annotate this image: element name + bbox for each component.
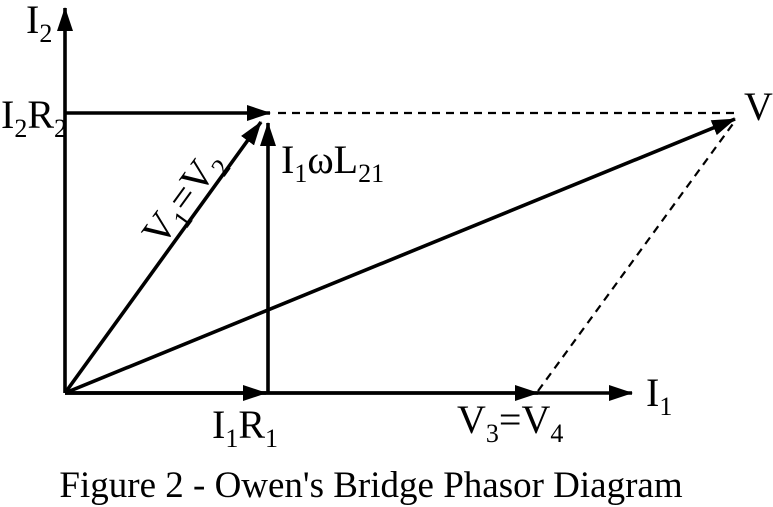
- i1r1-label: I1R1: [212, 402, 278, 453]
- x-axis-label: I1: [646, 370, 672, 421]
- v-label: V: [744, 84, 773, 129]
- y-axis-label: I2: [26, 0, 52, 48]
- figure-caption: Figure 2 - Owen's Bridge Phasor Diagram: [59, 465, 682, 506]
- v3v4-label: V3=V4: [457, 397, 563, 448]
- v1v2-label: V1=V2: [133, 141, 237, 257]
- i1wl21-label: I1ωL21: [281, 137, 384, 188]
- v1v2-vector: [63, 120, 263, 395]
- i2r2-label: I2R2: [1, 92, 67, 143]
- dashed-projection-diagonal: [537, 120, 736, 392]
- v-vector: [64, 117, 736, 395]
